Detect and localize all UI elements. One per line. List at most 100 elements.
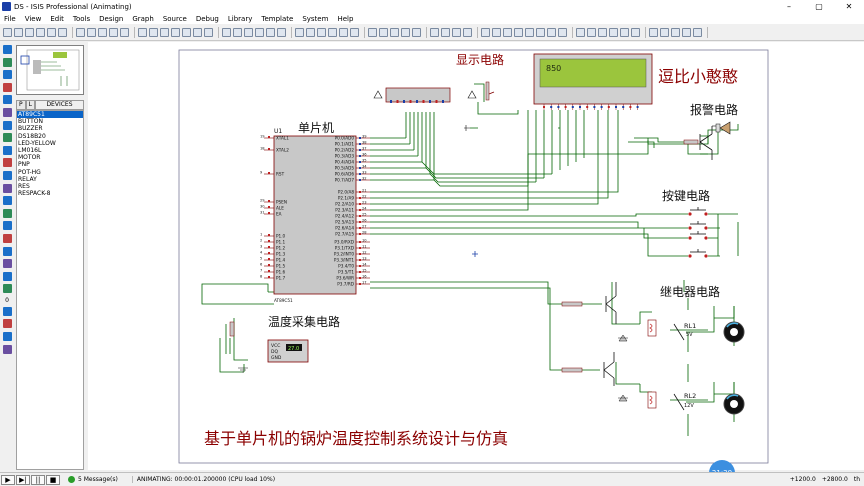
menu-tools[interactable]: Tools bbox=[72, 14, 91, 23]
toolbar-tool-icon[interactable] bbox=[277, 28, 286, 37]
relay2-resistor[interactable] bbox=[561, 367, 583, 373]
toolbar-tool-icon[interactable] bbox=[255, 28, 264, 37]
toolbar-tool-icon[interactable] bbox=[47, 28, 56, 37]
mode-tool-icon[interactable] bbox=[2, 95, 12, 105]
mode-tool-icon[interactable] bbox=[2, 133, 12, 143]
toolbar-tool-icon[interactable] bbox=[295, 28, 304, 37]
toolbar-tool-icon[interactable] bbox=[317, 28, 326, 37]
play-button[interactable]: ▶ bbox=[1, 474, 15, 485]
mode-tool-icon[interactable] bbox=[2, 233, 12, 243]
toolbar-tool-icon[interactable] bbox=[514, 28, 523, 37]
device-list-item[interactable]: RELAY bbox=[18, 175, 37, 183]
message-indicator[interactable]: 5 Message(s) bbox=[68, 476, 118, 483]
menu-library[interactable]: Library bbox=[227, 14, 253, 23]
toolbar-tool-icon[interactable] bbox=[3, 28, 12, 37]
toolbar-tool-icon[interactable] bbox=[587, 28, 596, 37]
relay1-coil[interactable] bbox=[647, 319, 657, 337]
mode-tool-icon[interactable] bbox=[2, 284, 12, 294]
mode-tool-icon[interactable] bbox=[2, 107, 12, 117]
menu-help[interactable]: Help bbox=[337, 14, 354, 23]
menu-file[interactable]: File bbox=[4, 14, 16, 23]
device-list-item[interactable]: BUTTON bbox=[18, 118, 43, 126]
toolbar-tool-icon[interactable] bbox=[328, 28, 337, 37]
device-list-item[interactable]: PNP bbox=[18, 161, 30, 169]
pullup-resistor[interactable] bbox=[229, 321, 235, 337]
mode-tool-icon[interactable] bbox=[2, 120, 12, 130]
step-button[interactable]: ▶| bbox=[16, 474, 30, 485]
toolbar-tool-icon[interactable] bbox=[76, 28, 85, 37]
toolbar-tool-icon[interactable] bbox=[171, 28, 180, 37]
mode-tool-icon[interactable] bbox=[2, 170, 12, 180]
toolbar-tool-icon[interactable] bbox=[14, 28, 23, 37]
mode-tool-icon[interactable] bbox=[2, 183, 12, 193]
toolbar-tool-icon[interactable] bbox=[598, 28, 607, 37]
mode-tool-icon[interactable] bbox=[2, 158, 12, 168]
mode-tool-icon[interactable] bbox=[2, 45, 12, 54]
toolbar-tool-icon[interactable] bbox=[452, 28, 461, 37]
toolbar-tool-icon[interactable] bbox=[671, 28, 680, 37]
toolbar-tool-icon[interactable] bbox=[244, 28, 253, 37]
toolbar-tool-icon[interactable] bbox=[160, 28, 169, 37]
toolbar-tool-icon[interactable] bbox=[492, 28, 501, 37]
device-list-item[interactable]: MOTOR bbox=[18, 154, 41, 162]
menu-template[interactable]: Template bbox=[261, 14, 294, 23]
device-list-item[interactable]: RESPACK-8 bbox=[18, 190, 51, 198]
respack-body[interactable] bbox=[385, 87, 451, 103]
device-list-item[interactable]: DS18B20 bbox=[18, 132, 46, 140]
toolbar-tool-icon[interactable] bbox=[138, 28, 147, 37]
menu-source[interactable]: Source bbox=[162, 14, 187, 23]
pause-button[interactable]: || bbox=[31, 474, 45, 485]
toolbar-tool-icon[interactable] bbox=[693, 28, 702, 37]
toolbar-tool-icon[interactable] bbox=[109, 28, 118, 37]
toolbar-tool-icon[interactable] bbox=[25, 28, 34, 37]
toolbar-tool-icon[interactable] bbox=[233, 28, 242, 37]
toolbar-tool-icon[interactable] bbox=[401, 28, 410, 37]
relay2-coil[interactable] bbox=[647, 391, 657, 409]
contrast-pot[interactable] bbox=[485, 81, 490, 101]
toolbar-tool-icon[interactable] bbox=[87, 28, 96, 37]
device-list-item[interactable]: LED-YELLOW bbox=[18, 139, 56, 147]
toolbar-tool-icon[interactable] bbox=[368, 28, 377, 37]
overview-window[interactable] bbox=[16, 45, 84, 95]
menu-edit[interactable]: Edit bbox=[50, 14, 64, 23]
mode-tool-icon[interactable] bbox=[2, 344, 12, 354]
rotation-value[interactable]: 0 bbox=[5, 296, 9, 304]
mode-tool-icon[interactable] bbox=[2, 221, 12, 231]
mode-tool-icon[interactable] bbox=[2, 196, 12, 206]
mode-tool-icon[interactable] bbox=[2, 332, 12, 342]
toolbar-tool-icon[interactable] bbox=[193, 28, 202, 37]
toolbar-tool-icon[interactable] bbox=[379, 28, 388, 37]
toolbar-tool-icon[interactable] bbox=[350, 28, 359, 37]
tab-pick[interactable]: P bbox=[16, 100, 26, 110]
schematic-drawing[interactable]: 单片机 U1 AT89C51 XTAL119XTAL218RST9PSEN29A… bbox=[88, 42, 864, 470]
maximize-button[interactable]: ▢ bbox=[815, 2, 823, 11]
toolbar-tool-icon[interactable] bbox=[204, 28, 213, 37]
mode-tool-icon[interactable] bbox=[2, 319, 12, 329]
toolbar-tool-icon[interactable] bbox=[620, 28, 629, 37]
mode-tool-icon[interactable] bbox=[2, 246, 12, 256]
mcu-body[interactable] bbox=[273, 135, 357, 295]
toolbar-tool-icon[interactable] bbox=[660, 28, 669, 37]
mode-tool-icon[interactable] bbox=[2, 306, 12, 316]
menu-design[interactable]: Design bbox=[99, 14, 124, 23]
toolbar-tool-icon[interactable] bbox=[306, 28, 315, 37]
toolbar-tool-icon[interactable] bbox=[576, 28, 585, 37]
toolbar-tool-icon[interactable] bbox=[558, 28, 567, 37]
toolbar-tool-icon[interactable] bbox=[98, 28, 107, 37]
mode-tool-icon[interactable] bbox=[2, 57, 12, 67]
device-list-item[interactable]: LM016L bbox=[18, 146, 42, 154]
mode-tool-icon[interactable] bbox=[2, 70, 12, 80]
toolbar-tool-icon[interactable] bbox=[649, 28, 658, 37]
toolbar-tool-icon[interactable] bbox=[390, 28, 399, 37]
toolbar-tool-icon[interactable] bbox=[222, 28, 231, 37]
toolbar-tool-icon[interactable] bbox=[536, 28, 545, 37]
toolbar-tool-icon[interactable] bbox=[481, 28, 490, 37]
toolbar-tool-icon[interactable] bbox=[58, 28, 67, 37]
tab-library[interactable]: L bbox=[25, 100, 35, 110]
toolbar-tool-icon[interactable] bbox=[339, 28, 348, 37]
menu-system[interactable]: System bbox=[302, 14, 329, 23]
mode-tool-icon[interactable] bbox=[2, 208, 12, 218]
toolbar-tool-icon[interactable] bbox=[547, 28, 556, 37]
mode-tool-icon[interactable] bbox=[2, 259, 12, 269]
toolbar-tool-icon[interactable] bbox=[120, 28, 129, 37]
